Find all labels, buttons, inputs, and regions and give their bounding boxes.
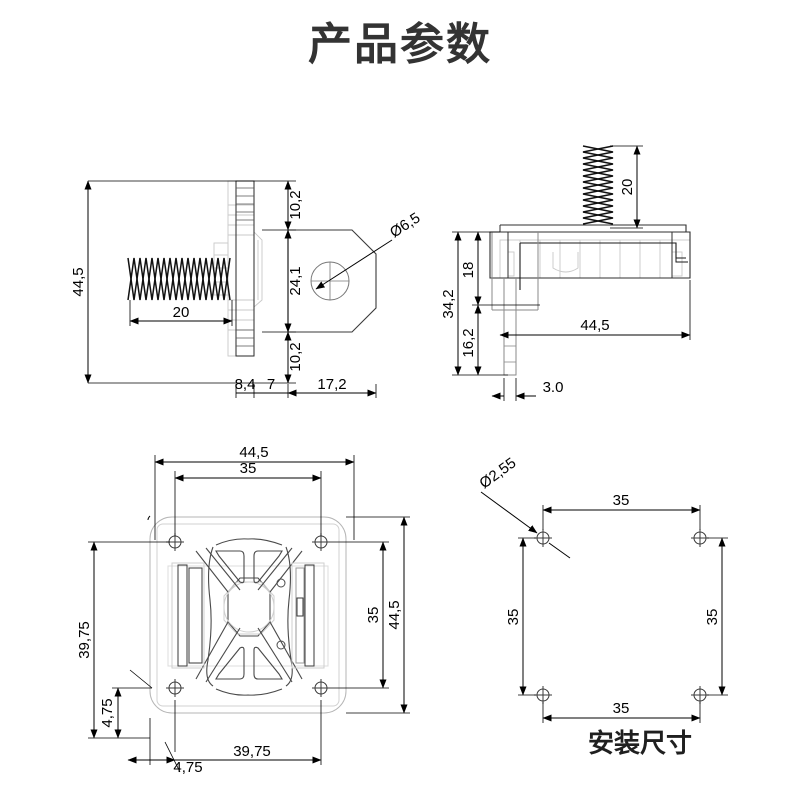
mounting-view-caption: 安装尺寸 <box>588 729 692 759</box>
dim-7: 7 <box>267 376 275 393</box>
dim-hole-pitch-top: 35 <box>240 460 257 477</box>
dim-pitch-left: 35 <box>505 609 522 626</box>
dim-pitch-right: 35 <box>704 609 721 626</box>
dim-16-2: 16,2 <box>460 328 477 357</box>
dim-24-1: 24,1 <box>287 266 304 295</box>
dim-thread-length: 20 <box>173 304 190 321</box>
dim-width-44-5: 44,5 <box>580 317 609 334</box>
callout-mounting-hole-diameter: Ø2,55 <box>476 454 519 492</box>
dim-8-4: 8,4 <box>235 376 256 393</box>
dim-34-2: 34,2 <box>440 289 457 318</box>
dim-overall-height: 44,5 <box>70 267 87 296</box>
dim-plate-height: 44,5 <box>386 600 403 629</box>
dim-39-75-left: 39,75 <box>76 621 93 659</box>
dim-18: 18 <box>460 262 477 279</box>
dim-4-75-bottom: 4,75 <box>173 759 202 776</box>
callout-hole-diameter: Ø6,5 <box>387 209 424 241</box>
side-elevation-view <box>452 145 691 401</box>
dim-10-2-top: 10,2 <box>287 190 304 219</box>
bottom-plan-view <box>0 0 410 773</box>
dim-4-75-left: 4,75 <box>99 698 116 727</box>
dim-39-75-bottom: 39,75 <box>233 743 271 760</box>
dim-pitch-bottom: 35 <box>613 700 630 717</box>
page-title: 产品参数 <box>308 19 492 70</box>
dim-10-2-bottom: 10,2 <box>287 342 304 371</box>
mounting-hole-pattern-view <box>480 491 728 723</box>
dim-pitch-top: 35 <box>613 492 630 509</box>
dim-3-0: 3.0 <box>543 379 564 396</box>
dim-hole-pitch-right: 35 <box>365 607 382 624</box>
dim-plate-width: 44,5 <box>239 444 268 461</box>
dim-17-2: 17,2 <box>317 376 346 393</box>
dim-spring-height: 20 <box>619 179 636 196</box>
